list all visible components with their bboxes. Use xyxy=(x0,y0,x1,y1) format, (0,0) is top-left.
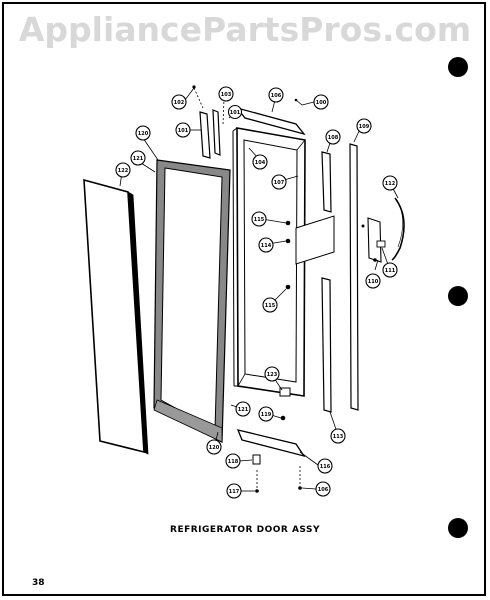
svg-text:107: 107 xyxy=(274,180,285,186)
binder-hole-middle xyxy=(448,286,468,306)
callout-101-upper: 101 xyxy=(227,104,243,120)
callout-109: 109 xyxy=(356,118,372,134)
svg-text:108: 108 xyxy=(328,135,339,141)
callout-105: 105 xyxy=(0,0,236,126)
svg-text:101: 101 xyxy=(230,110,241,116)
bottom-bracket-123 xyxy=(279,387,291,397)
svg-text:120: 120 xyxy=(209,445,220,451)
callout-104: 104 xyxy=(252,154,268,170)
hinge-trim-strip xyxy=(199,111,211,159)
lower-vertical-trim xyxy=(321,277,332,413)
door-handle-assembly xyxy=(361,197,405,263)
shelf-retainer-108 xyxy=(321,151,332,213)
binder-hole-bottom xyxy=(448,518,468,538)
svg-text:112: 112 xyxy=(385,181,396,187)
callout-112: 112 xyxy=(382,175,398,191)
watermark: AppliancePartsPros.com xyxy=(18,10,472,49)
callout-120-bottom: 120 xyxy=(206,439,222,455)
callout-labels: 102 103 101 101 106 100 104 107 108 109 … xyxy=(0,0,398,499)
svg-text:104: 104 xyxy=(255,160,266,166)
svg-text:113: 113 xyxy=(333,434,344,440)
screw-119 xyxy=(280,415,286,421)
hinge-pin-116 xyxy=(252,454,261,465)
svg-text:103: 103 xyxy=(221,92,232,98)
door-shelf-mid xyxy=(295,215,335,265)
screw-117 xyxy=(255,489,259,493)
svg-text:110: 110 xyxy=(368,279,379,285)
svg-text:122: 122 xyxy=(118,168,129,174)
callout-106-bottom: 106 xyxy=(315,481,331,497)
callout-110: 110 xyxy=(365,273,381,289)
svg-text:100: 100 xyxy=(316,100,327,106)
callout-108: 108 xyxy=(325,129,341,145)
diagram-caption: REFRIGERATOR DOOR ASSY xyxy=(170,525,320,535)
svg-text:111: 111 xyxy=(385,268,396,274)
door-liner xyxy=(232,127,306,397)
screw-115-lower xyxy=(285,284,291,290)
svg-text:119: 119 xyxy=(261,412,272,418)
outer-door-panel xyxy=(83,178,145,454)
callout-115-upper: 115 xyxy=(251,211,267,227)
svg-text:109: 109 xyxy=(359,124,370,130)
callout-107: 107 xyxy=(271,174,287,190)
svg-text:115: 115 xyxy=(265,303,276,309)
svg-text:106: 106 xyxy=(318,487,329,493)
callout-111: 111 xyxy=(382,262,398,278)
screw-100-bottom xyxy=(298,486,302,490)
svg-text:101: 101 xyxy=(178,128,189,134)
svg-text:120: 120 xyxy=(138,131,149,137)
callout-102: 102 xyxy=(171,94,187,110)
callout-118: 118 xyxy=(225,453,241,469)
callout-117: 117 xyxy=(226,483,242,499)
callout-121-top: 121 xyxy=(130,150,146,166)
svg-text:121: 121 xyxy=(238,407,249,413)
callout-123: 123 xyxy=(264,366,280,382)
screw-114 xyxy=(285,238,291,244)
door-gasket xyxy=(153,159,231,443)
hinge-trim-strip-inner xyxy=(212,109,221,156)
callout-115-lower: 115 xyxy=(262,297,278,313)
svg-text:102: 102 xyxy=(174,100,185,106)
callout-103: 103 xyxy=(218,86,234,102)
svg-text:118: 118 xyxy=(228,459,239,465)
svg-text:123: 123 xyxy=(267,372,278,378)
binder-hole-top xyxy=(448,57,468,77)
callout-116: 116 xyxy=(317,458,333,474)
screw-115-upper xyxy=(285,220,291,226)
callout-122: 122 xyxy=(115,162,131,178)
screw-102 xyxy=(192,85,204,109)
page-border xyxy=(2,2,486,596)
svg-text:115: 115 xyxy=(254,217,265,223)
callout-119: 119 xyxy=(258,406,274,422)
svg-text:116: 116 xyxy=(320,464,331,470)
callout-101-left: 101 xyxy=(175,122,191,138)
callout-114: 114 xyxy=(258,237,274,253)
svg-text:106: 106 xyxy=(271,93,282,99)
callout-100-top: 100 xyxy=(313,94,329,110)
svg-text:121: 121 xyxy=(133,156,144,162)
long-vertical-trim xyxy=(349,143,359,411)
page-number: 38 xyxy=(32,578,45,588)
callout-121-bottom: 121 xyxy=(235,401,251,417)
callout-106-top: 106 xyxy=(268,87,284,103)
top-door-trim xyxy=(235,106,306,136)
callout-120-top: 120 xyxy=(135,125,151,141)
bottom-door-trim xyxy=(236,429,306,458)
callout-113: 113 xyxy=(330,428,346,444)
svg-text:114: 114 xyxy=(261,243,272,249)
leader-lines xyxy=(119,87,399,492)
svg-text:117: 117 xyxy=(229,489,240,495)
